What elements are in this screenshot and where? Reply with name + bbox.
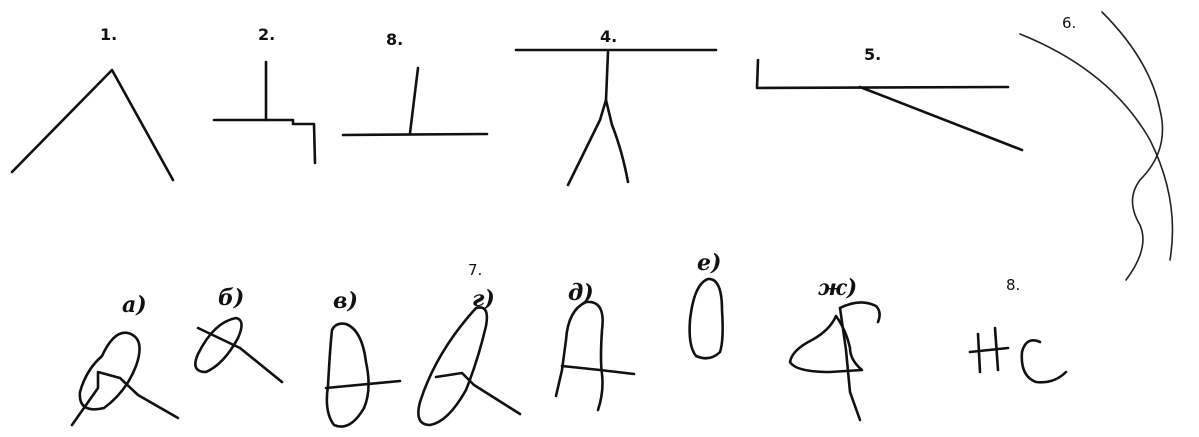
figure-3-stem bbox=[408, 66, 420, 135]
figure-5-number: 5. bbox=[864, 45, 881, 64]
label-v: в) bbox=[333, 288, 358, 314]
variant-v-oval bbox=[325, 322, 370, 428]
variant-b-cross bbox=[196, 326, 284, 384]
figure-1-number: 1. bbox=[100, 25, 117, 44]
figure-5: 5. bbox=[755, 45, 1024, 152]
figure-1-angle bbox=[10, 68, 175, 182]
figure-8-number: 8. bbox=[1006, 276, 1020, 294]
figure-2-base bbox=[212, 118, 317, 165]
figure-3-number: 8. bbox=[386, 30, 403, 49]
figure-6-number: 6. bbox=[1062, 14, 1076, 32]
symbol-c bbox=[1020, 339, 1068, 384]
variant-d-cross bbox=[560, 364, 636, 376]
figure-6: 6. bbox=[1019, 11, 1174, 281]
figure-7: 7. а) б) в) г) д) е) ж) bbox=[70, 250, 881, 428]
figure-3: 8. bbox=[341, 30, 489, 137]
figure-1: 1. bbox=[10, 25, 175, 182]
variant-d-right bbox=[584, 300, 604, 412]
variant-zh-stem bbox=[838, 306, 862, 422]
figure-2: 2. bbox=[212, 25, 317, 165]
label-b: б) bbox=[218, 285, 244, 311]
variant-g-cross bbox=[434, 371, 522, 416]
figure-4: 4. bbox=[514, 27, 718, 187]
variant-g-oval bbox=[417, 306, 489, 427]
figure-8: 8. bbox=[968, 276, 1068, 384]
figure-3-base bbox=[341, 132, 489, 137]
label-g: г) bbox=[472, 286, 495, 312]
variant-a-oval bbox=[78, 331, 141, 411]
figure-4-right-leg bbox=[604, 98, 630, 184]
label-a: а) bbox=[122, 292, 147, 318]
variant-b-oval bbox=[194, 316, 243, 374]
figure-6-curve-left bbox=[1019, 33, 1174, 261]
symbol-h-bar bbox=[968, 346, 1010, 354]
figure-5-horizontal bbox=[755, 58, 1010, 90]
figure-7-number: 7. bbox=[468, 261, 482, 279]
label-e: е) bbox=[697, 250, 721, 276]
label-zh: ж) bbox=[818, 275, 857, 301]
variant-zh-loop bbox=[788, 314, 864, 374]
variant-v-cross bbox=[324, 379, 402, 390]
variant-d-left bbox=[554, 300, 588, 398]
variant-e-oval bbox=[688, 277, 724, 360]
figure-2-number: 2. bbox=[258, 25, 275, 44]
variant-a-cross bbox=[70, 370, 180, 427]
figure-6-curve-right bbox=[1101, 11, 1164, 281]
variant-zh-hook bbox=[838, 301, 881, 324]
figure-4-number: 4. bbox=[600, 27, 617, 46]
figure-5-diagonal bbox=[858, 85, 1024, 152]
symbol-h-left bbox=[976, 332, 982, 374]
figure-4-left-leg bbox=[566, 50, 610, 187]
